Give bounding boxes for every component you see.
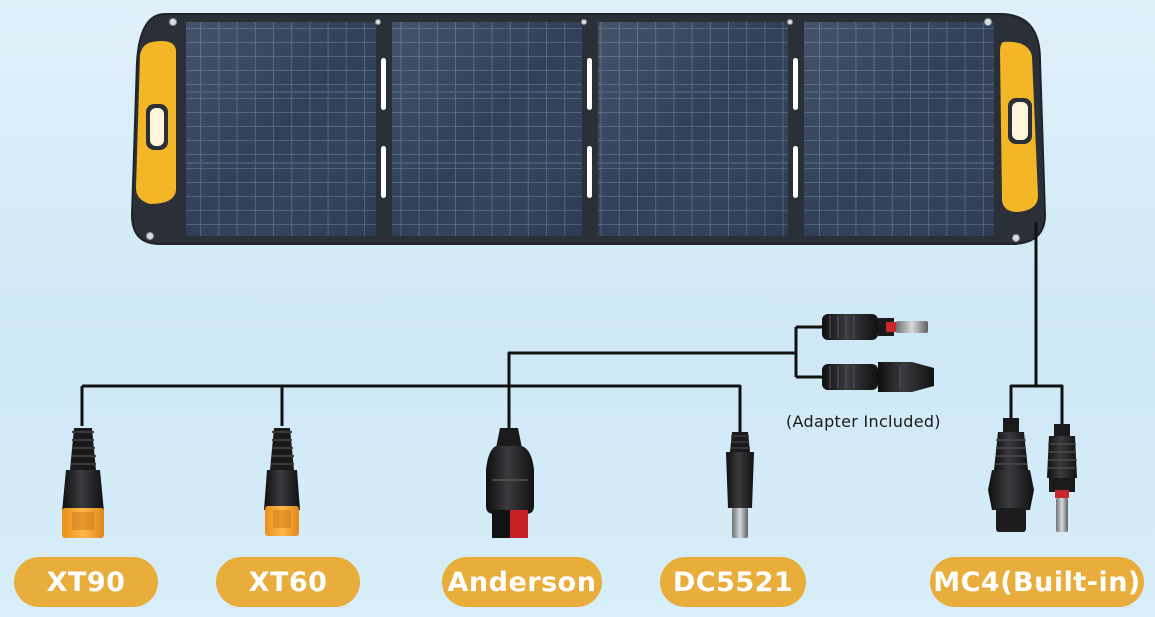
xt90-connector	[62, 428, 104, 538]
label-anderson: Anderson	[442, 557, 602, 607]
solar-cell-panel-3	[598, 22, 788, 236]
label-xt90: XT90	[14, 557, 158, 607]
adapter-note: (Adapter Included)	[786, 412, 941, 431]
xt60-connector	[264, 428, 300, 536]
mc4-adapter-male	[822, 314, 928, 340]
solar-cell-panel-1	[186, 22, 376, 236]
left-handle	[136, 41, 176, 204]
dc5521-connector	[726, 432, 754, 538]
label-dc5521: DC5521	[660, 557, 806, 607]
mc4-builtin-female	[988, 418, 1034, 532]
cables	[80, 222, 1064, 432]
solar-panel	[130, 13, 1047, 245]
right-handle	[1000, 41, 1038, 213]
mc4-builtin-male	[1047, 424, 1077, 532]
solar-cell-panel-4	[804, 22, 994, 236]
mc4-adapter-female	[822, 362, 934, 392]
fold-slots	[381, 58, 798, 198]
label-xt60: XT60	[216, 557, 360, 607]
anderson-connector	[486, 428, 534, 538]
solar-cell-panel-2	[392, 22, 582, 236]
grommets	[146, 18, 1020, 242]
label-mc4: MC4(Built-in)	[930, 557, 1144, 607]
